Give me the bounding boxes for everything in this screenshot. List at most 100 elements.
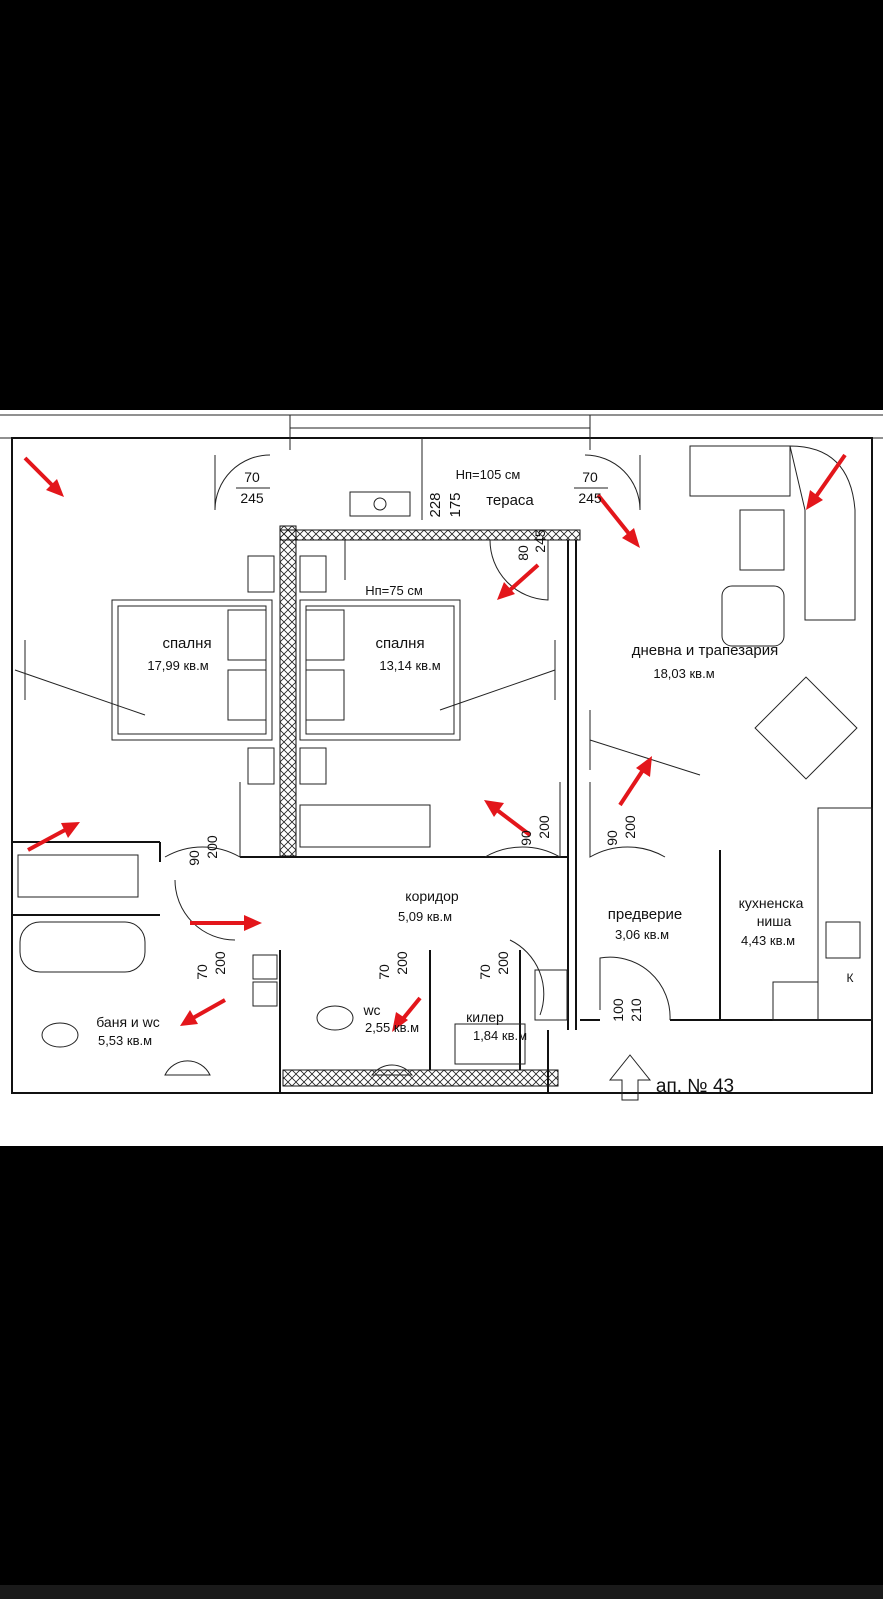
door-1-height: 245 xyxy=(240,490,264,506)
door-7-height: 200 xyxy=(212,951,228,975)
sofa-corner xyxy=(789,445,856,621)
door-arc-bedroom-terrace xyxy=(489,539,549,601)
dim-228: 228 xyxy=(427,492,444,517)
terrace-unit xyxy=(349,491,411,517)
bath-name: баня и wc xyxy=(96,1014,160,1030)
door-7-width: 70 xyxy=(194,964,210,980)
pantry-box xyxy=(454,1023,526,1065)
wc-area: 2,55 кв.м xyxy=(365,1020,419,1035)
hall-name: предверие xyxy=(608,906,682,923)
bedroom1-name: спалня xyxy=(162,635,211,652)
red-arrow-3 xyxy=(806,453,847,510)
terrace-height-note: Нп=105 см xyxy=(456,467,521,482)
door-arc-bedroom1 xyxy=(164,782,241,858)
dining-table xyxy=(754,676,858,780)
red-arrow-8 xyxy=(190,915,262,931)
door-arc-living xyxy=(589,782,666,858)
corridor-name: коридор xyxy=(405,888,459,904)
pantry-name: килер xyxy=(466,1009,504,1025)
apartment-number: ап. № 43 xyxy=(656,1076,734,1097)
living-name: дневна и трапезария xyxy=(632,642,778,659)
pillow-2a xyxy=(305,609,345,661)
terrace-unit-icon xyxy=(373,497,387,511)
floor-plan: спалня 17,99 кв.м спалня 13,14 кв.м днев… xyxy=(0,410,883,1146)
dim-175: 175 xyxy=(447,492,464,517)
outer-wall xyxy=(11,437,873,1094)
nightstand-2a xyxy=(299,555,327,593)
door-arc-entrance xyxy=(599,956,671,1021)
door-9-width: 70 xyxy=(477,964,493,980)
bedroom2-name: спалня xyxy=(375,635,424,652)
k-mark: К xyxy=(847,971,854,985)
bath-area: 5,53 кв.м xyxy=(98,1033,152,1048)
sofa-back xyxy=(689,445,791,497)
kitchen-name-2: ниша xyxy=(757,913,792,929)
red-arrow-4 xyxy=(497,563,540,600)
door-4-width: 90 xyxy=(186,850,202,866)
wardrobe-bedroom2 xyxy=(299,804,431,848)
window-height-note: Нп=75 см xyxy=(365,583,423,598)
door-4-height: 200 xyxy=(204,835,220,859)
red-arrow-7 xyxy=(27,822,80,852)
door-arc-bedroom2 xyxy=(484,782,561,858)
door-arc-pantry xyxy=(509,939,545,1016)
window-living xyxy=(589,710,701,776)
floor-plan-drawing: спалня 17,99 кв.м спалня 13,14 кв.м днев… xyxy=(0,414,883,1101)
door-arc-terrace-right xyxy=(584,454,641,511)
armchair xyxy=(721,585,785,647)
pillow-2b xyxy=(305,669,345,721)
coffee-table xyxy=(739,509,785,571)
entrance-arrow xyxy=(608,1054,652,1101)
boiler-b xyxy=(252,981,278,1007)
door-1-width: 70 xyxy=(244,469,260,485)
hall-area: 3,06 кв.м xyxy=(615,927,669,942)
red-arrow-9 xyxy=(180,998,226,1026)
bed-1 xyxy=(111,599,273,741)
window-bedroom1 xyxy=(14,640,146,716)
kitchen-area: 4,43 кв.м xyxy=(741,933,795,948)
door-2-width: 70 xyxy=(582,469,598,485)
wc-name: wc xyxy=(362,1002,380,1018)
red-arrow-10 xyxy=(392,996,422,1032)
hatched-bottom-wall xyxy=(282,1069,559,1087)
kitchen-counter xyxy=(817,807,873,1021)
door-3-height: 245 xyxy=(532,529,548,553)
door-6-height: 200 xyxy=(622,815,638,839)
pillow-1a xyxy=(227,609,267,661)
toilet-wc xyxy=(316,1005,354,1031)
bathtub xyxy=(19,921,146,973)
door-8-height: 200 xyxy=(394,951,410,975)
kitchen-stove xyxy=(772,981,819,1021)
bedroom2-area: 13,14 кв.м xyxy=(379,658,440,673)
basin-wc xyxy=(370,1064,414,1076)
hatched-partition-wall xyxy=(279,525,297,857)
red-arrow-1 xyxy=(23,456,64,497)
toilet-bath xyxy=(41,1022,79,1048)
door-5-height: 200 xyxy=(536,815,552,839)
door-2-height: 245 xyxy=(578,490,602,506)
door-arc-bath xyxy=(174,879,236,941)
bedroom1-area: 17,99 кв.м xyxy=(147,658,208,673)
living-area: 18,03 кв.м xyxy=(653,666,714,681)
door-10-height: 210 xyxy=(628,998,644,1022)
kitchen-sink xyxy=(825,921,861,959)
red-arrow-5 xyxy=(484,800,532,837)
door-10-width: 100 xyxy=(610,998,626,1022)
basin-bath xyxy=(164,1060,211,1076)
hatched-terrace-wall xyxy=(279,529,581,541)
bed-2 xyxy=(299,599,461,741)
nightstand-1a xyxy=(247,555,275,593)
bottom-bar xyxy=(0,1585,883,1599)
pillow-1b xyxy=(227,669,267,721)
nightstand-1b xyxy=(247,747,275,785)
red-arrow-2 xyxy=(596,493,640,548)
boiler-a xyxy=(252,954,278,980)
red-arrow-6 xyxy=(618,756,652,807)
nightstand-2b xyxy=(299,747,327,785)
door-8-width: 70 xyxy=(376,964,392,980)
pantry-area: 1,84 кв.м xyxy=(473,1028,527,1043)
door-9-height: 200 xyxy=(495,951,511,975)
corridor-area: 5,09 кв.м xyxy=(398,909,452,924)
wardrobe-bedroom1 xyxy=(17,854,139,898)
door-arc-terrace-left xyxy=(214,454,271,511)
